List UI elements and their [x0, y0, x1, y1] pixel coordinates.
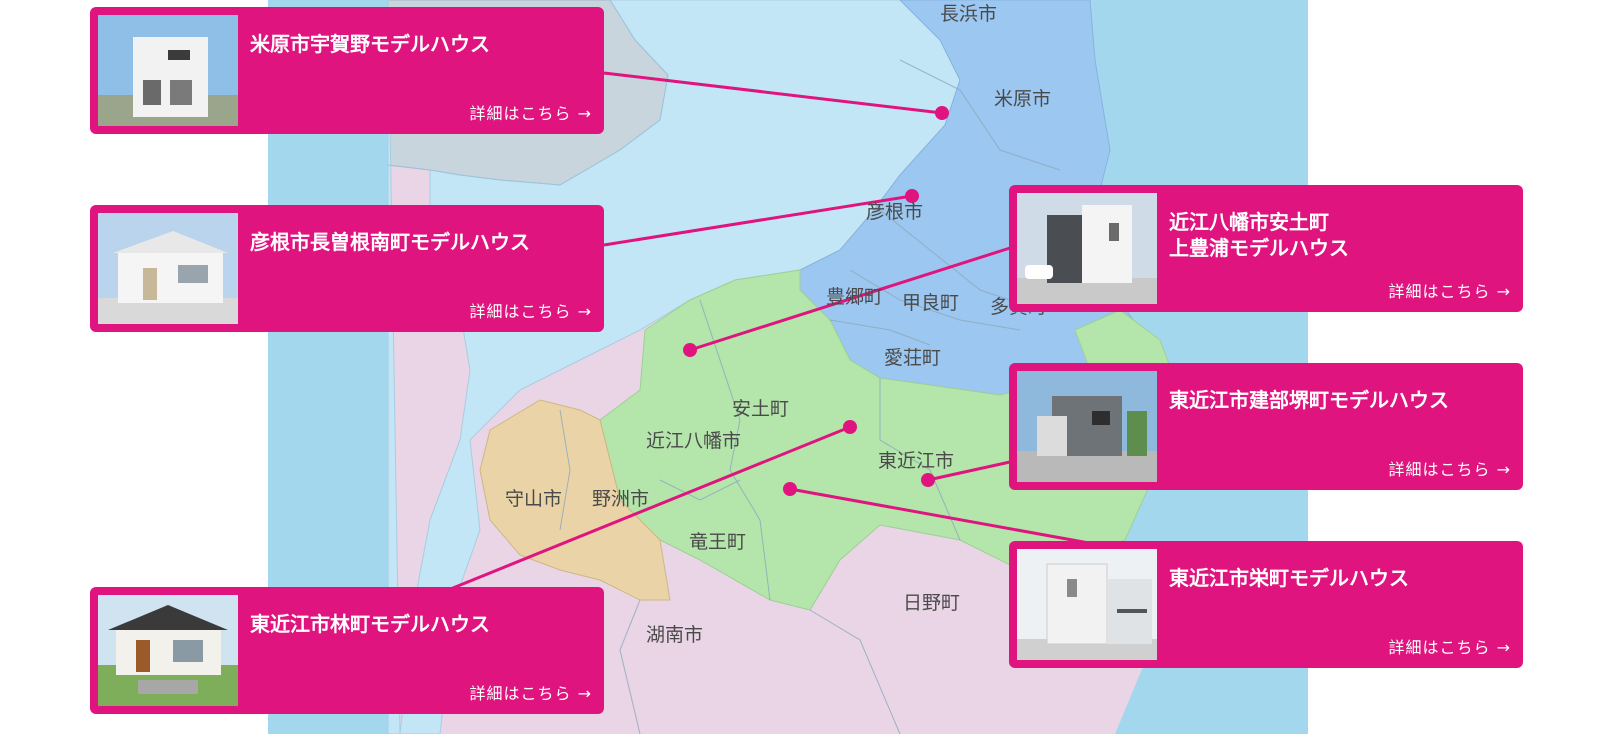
- card-title: 東近江市栄町モデルハウス: [1169, 566, 1409, 590]
- leader-line-4: [927, 460, 1011, 482]
- card-title: 米原市宇賀野モデルハウス: [250, 32, 490, 56]
- card-title: 彦根市長曽根南町モデルハウス: [250, 230, 530, 254]
- dot-tatebe: [921, 473, 935, 487]
- details-link[interactable]: 詳細はこちら →: [469, 104, 592, 123]
- leader-line-6: [447, 425, 851, 592]
- place-label-toyosato: 豊郷町: [826, 286, 883, 308]
- details-link[interactable]: 詳細はこちら →: [1388, 460, 1511, 479]
- central-region: [599, 269, 1171, 611]
- place-label-yasu: 野洲市: [592, 488, 649, 510]
- house-photo: [98, 595, 238, 706]
- house-photo: [98, 213, 238, 324]
- lake-west-shore: [387, 0, 669, 186]
- details-link[interactable]: 詳細はこちら →: [469, 302, 592, 321]
- model-house-card-nagasonemin[interactable]: 彦根市長曽根南町モデルハウス 詳細はこちら →: [90, 205, 604, 332]
- place-label-aisho: 愛荘町: [884, 347, 941, 369]
- municipal-boundaries: [559, 59, 1061, 734]
- details-link[interactable]: 詳細はこちら →: [1388, 282, 1511, 301]
- leader-line-2: [603, 194, 913, 247]
- place-label-nagahama: 長浜市: [940, 3, 997, 25]
- place-label-kora: 甲良町: [902, 292, 959, 314]
- model-house-card-sakaemachi[interactable]: 東近江市栄町モデルハウス 詳細はこちら →: [1009, 541, 1523, 668]
- place-label-hikone: 彦根市: [866, 201, 923, 223]
- house-photo: [1017, 371, 1157, 482]
- location-dots: [683, 106, 949, 496]
- model-house-card-kamitoyoura[interactable]: 近江八幡市安土町 上豊浦モデルハウス 詳細はこちら →: [1009, 185, 1523, 312]
- dot-sakae: [783, 482, 797, 496]
- leader-line-5: [789, 487, 1101, 547]
- details-link[interactable]: 詳細はこちら →: [1388, 638, 1511, 657]
- details-link[interactable]: 詳細はこちら →: [469, 684, 592, 703]
- model-house-card-hayashi[interactable]: 東近江市林町モデルハウス 詳細はこちら →: [90, 587, 604, 714]
- house-photo: [1017, 549, 1157, 660]
- card-title: 東近江市林町モデルハウス: [250, 612, 490, 636]
- place-labels: 長浜市 米原市 彦根市 豊郷町 甲良町 多賀町 愛荘町 安土町 近江八幡市 東近…: [505, 3, 1051, 646]
- dot-hikone: [905, 189, 919, 203]
- dot-azuchi: [683, 343, 697, 357]
- house-photo: [98, 15, 238, 126]
- place-label-ryuoh: 竜王町: [689, 531, 746, 553]
- leader-line-1: [603, 71, 943, 115]
- card-title: 東近江市建部堺町モデルハウス: [1169, 388, 1449, 412]
- place-label-azuchi: 安土町: [732, 398, 789, 420]
- model-house-card-tatebesakai[interactable]: 東近江市建部堺町モデルハウス 詳細はこちら →: [1009, 363, 1523, 490]
- place-label-omihachiman: 近江八幡市: [646, 430, 741, 452]
- leader-line-3: [689, 246, 1011, 352]
- card-title: 近江八幡市安土町 上豊浦モデルハウス: [1169, 210, 1349, 260]
- place-label-konan: 湖南市: [646, 624, 703, 646]
- dot-hayashi: [843, 420, 857, 434]
- leader-lines: [447, 71, 1101, 592]
- place-label-maibara: 米原市: [994, 88, 1051, 110]
- yasu-moriyama-region: [479, 399, 671, 601]
- model-house-card-ugano[interactable]: 米原市宇賀野モデルハウス 詳細はこちら →: [90, 7, 604, 134]
- place-label-higashiomi: 東近江市: [878, 450, 954, 472]
- dot-maibara: [935, 106, 949, 120]
- house-photo: [1017, 193, 1157, 304]
- place-label-hino: 日野町: [903, 592, 960, 614]
- place-label-moriyama: 守山市: [505, 488, 562, 510]
